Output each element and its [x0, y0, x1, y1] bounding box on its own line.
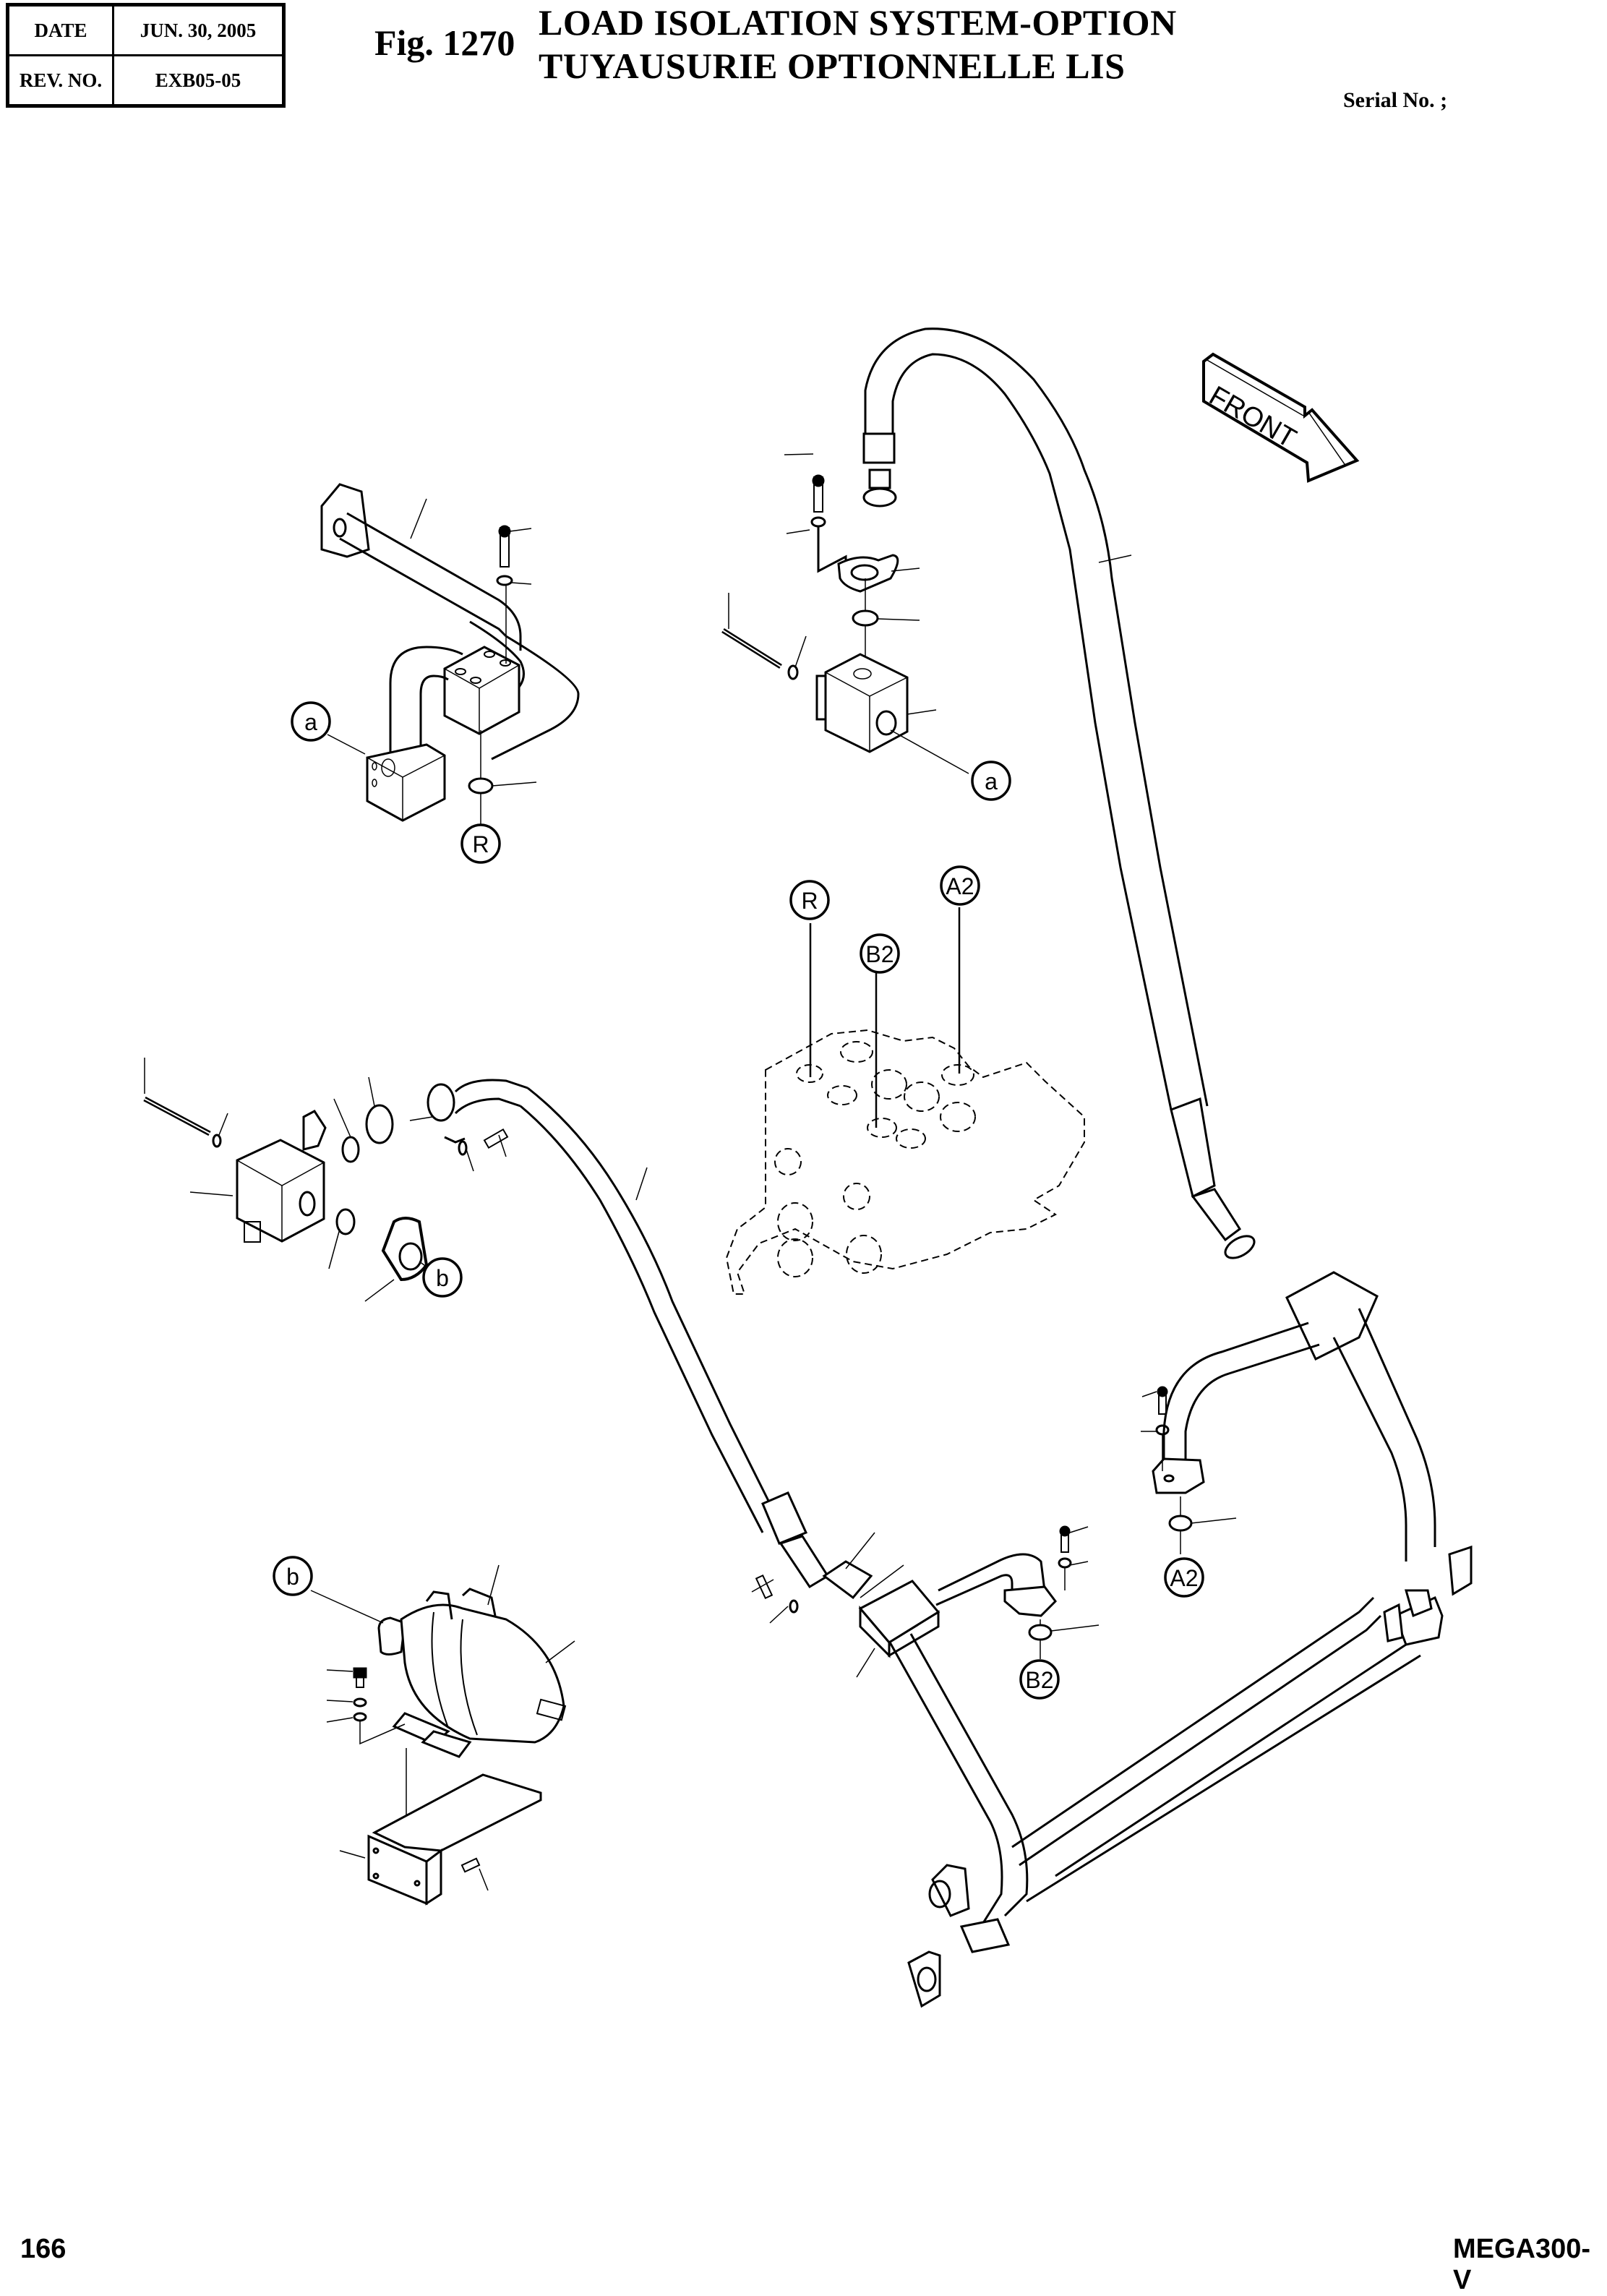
svg-text:B2: B2	[1025, 1667, 1053, 1693]
right-pipe-assembly	[1141, 1271, 1436, 1562]
svg-text:b: b	[436, 1265, 449, 1291]
rev-value: EXB05-05	[112, 54, 285, 107]
svg-text:R: R	[801, 888, 818, 914]
svg-text:a: a	[985, 768, 998, 794]
svg-text:b: b	[286, 1564, 299, 1590]
solenoid-valve-assembly	[143, 1058, 528, 1302]
svg-text:A2: A2	[946, 873, 974, 899]
return-pipe-assembly	[320, 483, 580, 824]
callout-a-center: a	[971, 761, 1011, 801]
callout-r-top-left: R	[460, 823, 501, 864]
control-valve	[725, 1029, 1085, 1295]
date-value: JUN. 30, 2005	[112, 4, 285, 56]
callout-a2-right: A2	[1164, 1557, 1204, 1598]
callout-b2-valve: B2	[860, 933, 900, 974]
rev-label: REV. NO.	[7, 54, 114, 107]
long-hose	[862, 327, 1256, 1259]
front-arrow-icon: FRONT	[1202, 352, 1360, 483]
model-name: MEGA300-V	[1453, 2234, 1591, 2295]
title-french: TUYAUSURIE OPTIONNELLE LIS	[539, 46, 1126, 86]
callout-b-solenoid: b	[422, 1257, 463, 1298]
callout-a-top-left: a	[291, 701, 366, 755]
callout-a2-valve: A2	[940, 865, 980, 906]
svg-text:B2: B2	[865, 941, 894, 967]
pressure-hose	[520, 1087, 904, 1624]
isolation-valve-block	[721, 453, 969, 774]
callout-b-accumulator: b	[273, 1556, 313, 1596]
accumulator-assembly	[310, 1564, 575, 1906]
callout-b2-bottom: B2	[1019, 1659, 1060, 1700]
date-label: DATE	[7, 4, 114, 56]
figure-number: Fig. 1270	[374, 22, 515, 63]
valve-port-leaders	[809, 907, 961, 1128]
title-english: LOAD ISOLATION SYSTEM-OPTION	[539, 2, 1177, 43]
page-number: 166	[20, 2234, 67, 2264]
callout-r-valve: R	[789, 880, 830, 920]
svg-text:A2: A2	[1170, 1565, 1198, 1591]
serial-number-label: Serial No. ;	[1343, 88, 1448, 112]
revision-block: DATE JUN. 30, 2005 REV. NO. EXB05-05	[6, 3, 286, 108]
svg-text:R: R	[472, 831, 489, 857]
svg-text:a: a	[304, 709, 317, 735]
bottom-pipe-assembly	[856, 1525, 1473, 2008]
